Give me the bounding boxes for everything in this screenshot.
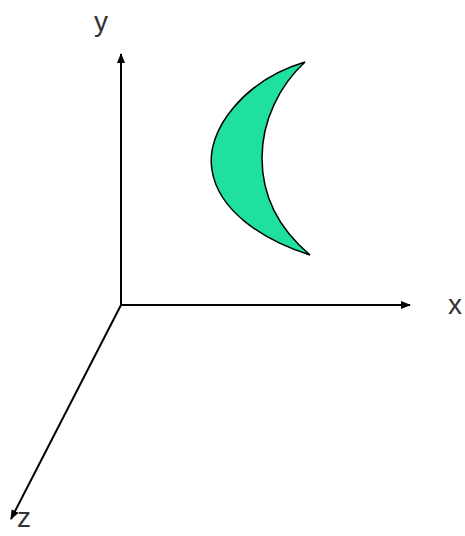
y-axis	[120, 54, 122, 305]
axis-label: x	[448, 291, 462, 319]
crescent-shape	[211, 62, 310, 255]
x-axis	[121, 304, 410, 306]
z-axis	[11, 305, 121, 519]
axis-label: z	[17, 504, 31, 532]
axis-label: y	[94, 8, 108, 36]
